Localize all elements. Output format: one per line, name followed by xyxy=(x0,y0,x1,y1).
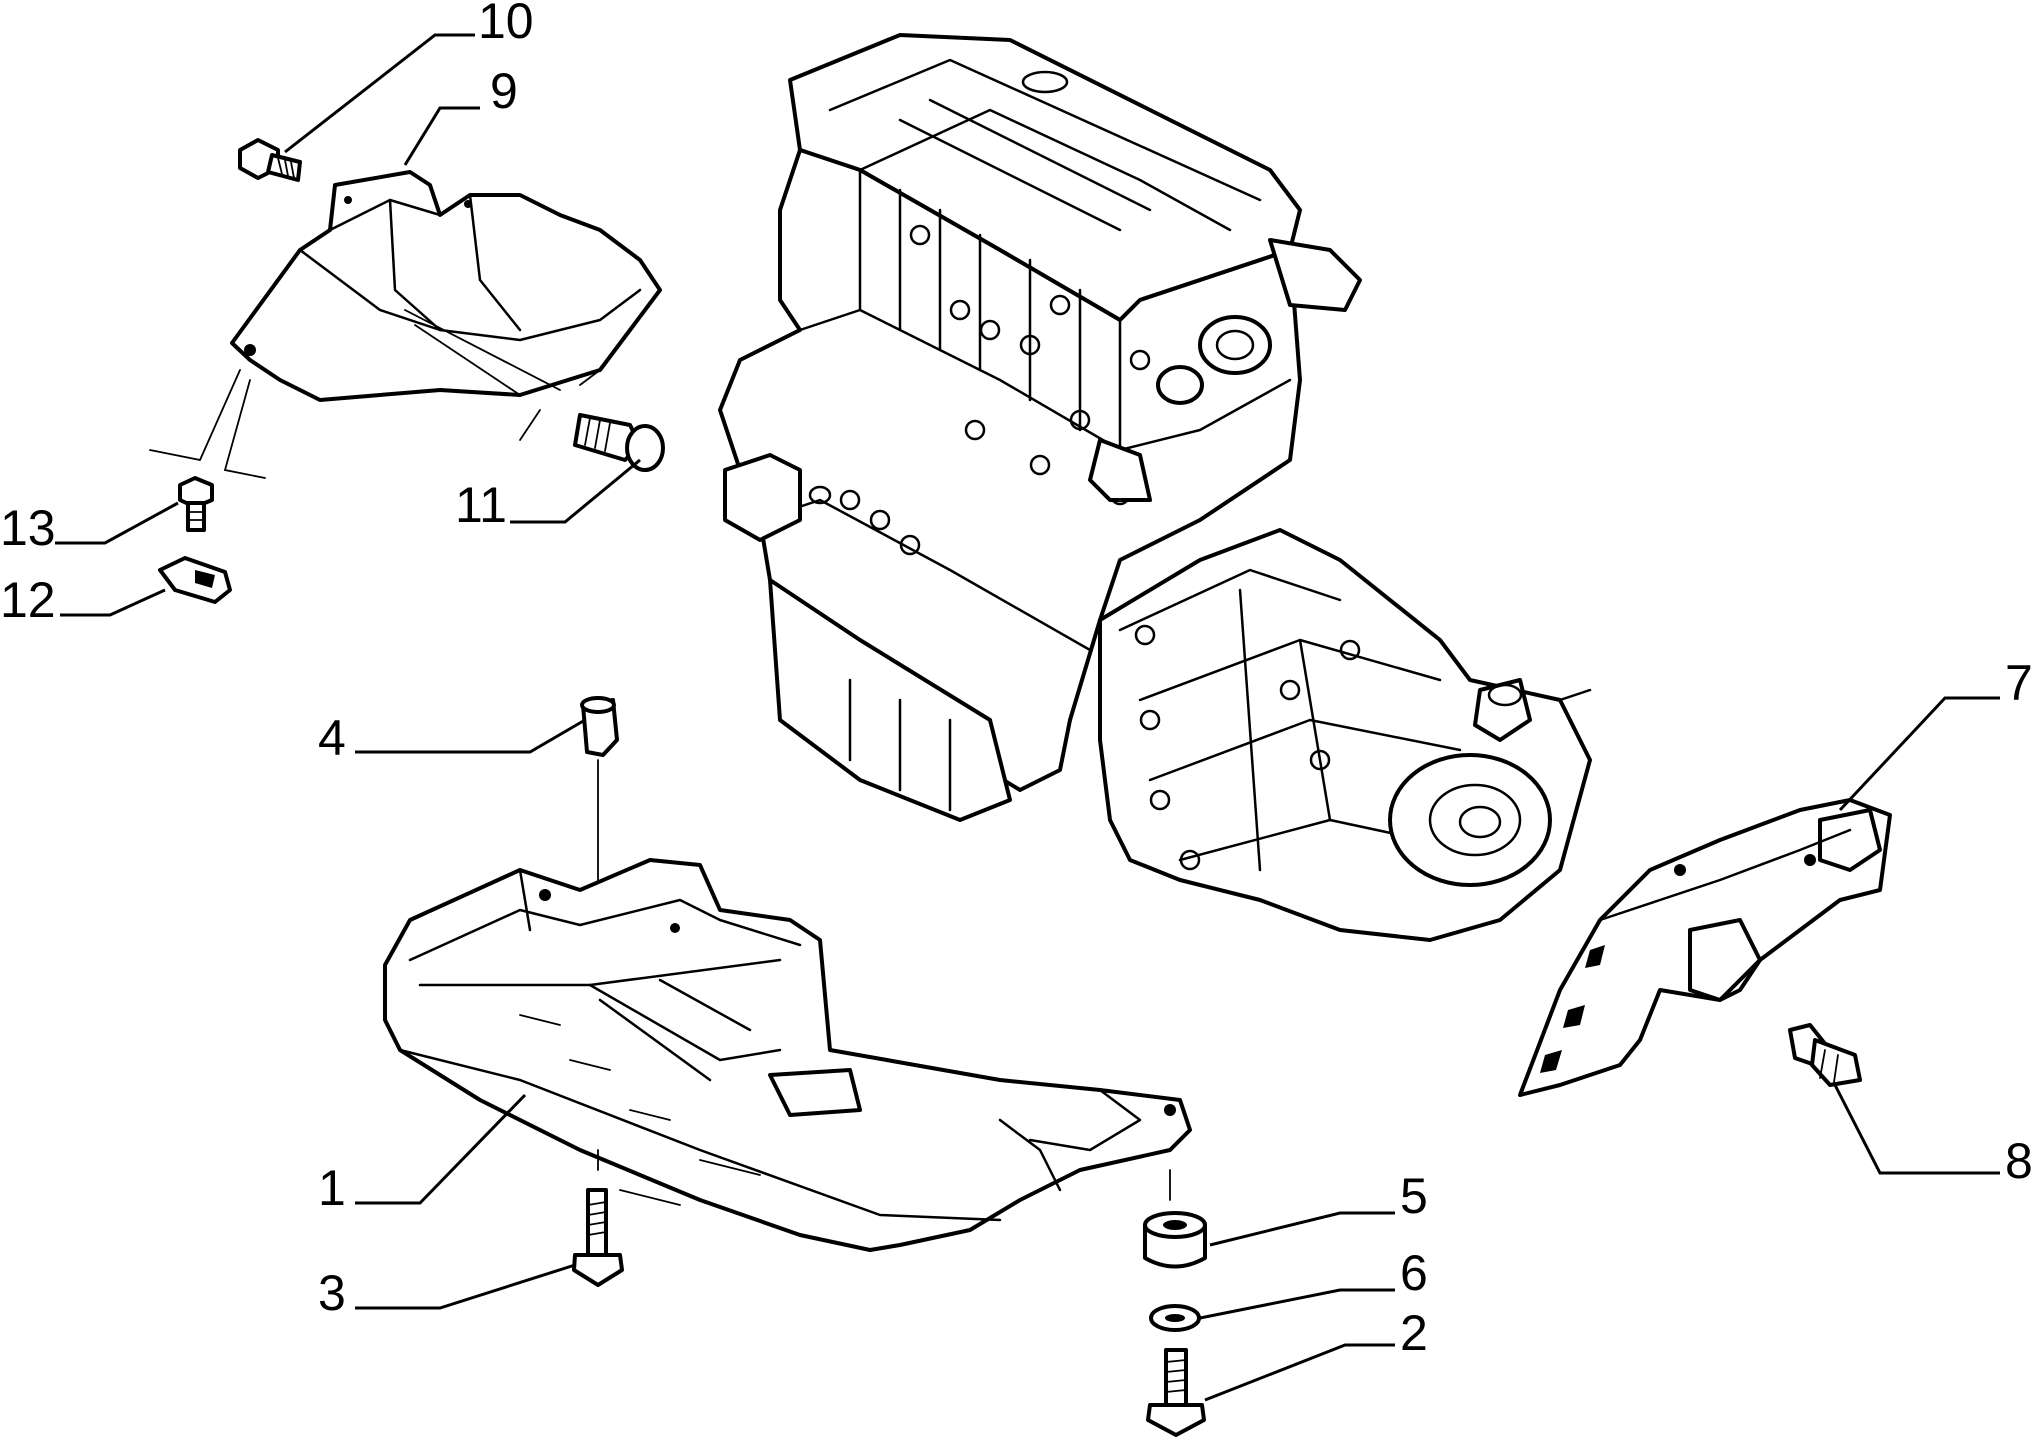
part-11-clip xyxy=(573,413,665,472)
callout-8: 8 xyxy=(2005,1133,2033,1189)
callout-4: 4 xyxy=(318,710,346,766)
part-1-undertray xyxy=(383,858,1192,1252)
leader-9 xyxy=(403,106,480,166)
callout-10: 10 xyxy=(478,0,534,49)
callout-11: 11 xyxy=(455,477,507,533)
part-12-clip-nut xyxy=(158,556,232,604)
leader-12 xyxy=(60,588,166,617)
leader-3 xyxy=(355,1263,576,1310)
leader-2 xyxy=(1204,1343,1395,1402)
callout-5: 5 xyxy=(1400,1168,1428,1224)
leader-lines xyxy=(55,33,2000,1402)
callout-7: 7 xyxy=(2005,655,2033,711)
gearbox xyxy=(1098,528,1592,942)
leader-5 xyxy=(1209,1211,1395,1247)
part-9-shield xyxy=(149,170,662,479)
callout-2: 2 xyxy=(1400,1305,1428,1361)
callout-6: 6 xyxy=(1400,1245,1428,1301)
leader-4 xyxy=(355,718,586,754)
engine-block xyxy=(718,33,1362,822)
callout-13: 13 xyxy=(0,500,56,556)
part-13-bolt xyxy=(178,476,214,532)
callout-12: 12 xyxy=(0,572,56,628)
leader-1 xyxy=(355,1093,527,1205)
callout-1: 1 xyxy=(318,1160,346,1216)
leader-7 xyxy=(1838,696,2000,812)
part-2-bolt xyxy=(1146,1348,1206,1437)
leader-6 xyxy=(1199,1288,1395,1320)
leader-8 xyxy=(1833,1084,2000,1175)
leader-11 xyxy=(510,458,641,524)
part-7-bracket-shield xyxy=(1518,798,1892,1097)
part-8-clip xyxy=(1788,1023,1862,1087)
part-5-spacer xyxy=(1143,1211,1207,1269)
part-6-washer xyxy=(1149,1304,1201,1332)
callout-labels: 10 9 11 13 12 4 1 3 5 6 2 7 8 xyxy=(0,0,2033,1361)
callout-3: 3 xyxy=(318,1265,346,1321)
leader-10 xyxy=(284,33,475,154)
leader-13 xyxy=(55,501,179,545)
part-10-bolt xyxy=(238,138,302,182)
callout-9: 9 xyxy=(490,63,518,119)
part-3-bolt xyxy=(572,1188,624,1287)
